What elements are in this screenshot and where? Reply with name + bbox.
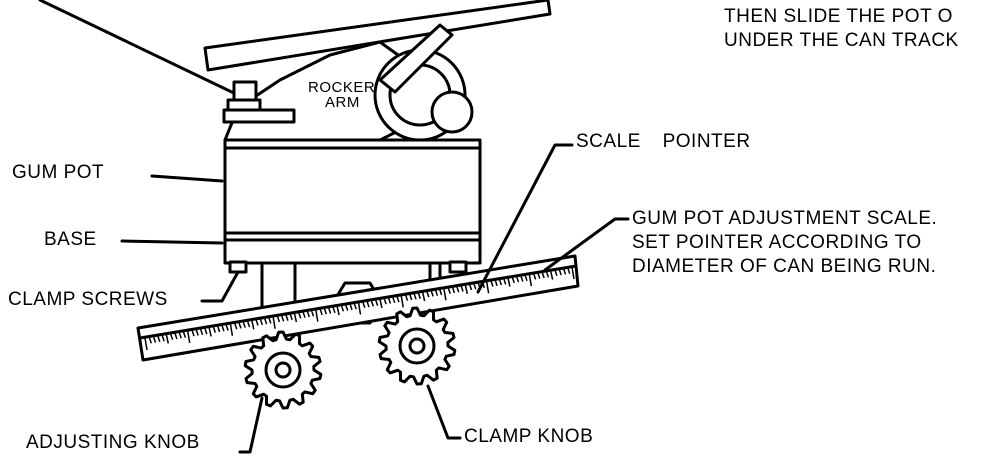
adjusting-knob-label: ADJUSTING KNOB [26, 432, 200, 453]
rocker-arm-label-1: ROCKER [308, 79, 376, 96]
clamp-screw-left [228, 260, 248, 274]
gum-pot-label: GUM POT [12, 162, 105, 183]
clamp-screw-right [448, 260, 468, 274]
clamp-knob-label: CLAMP KNOB [464, 426, 594, 447]
leader-clamp-knob [426, 384, 462, 440]
leader-line-top-left [38, 0, 240, 97]
leader-gum-pot [150, 174, 224, 183]
base-plate [223, 231, 482, 265]
scale-pointer-label: SCALE POINTER [576, 131, 751, 152]
leader-adjustment-scale [543, 217, 630, 272]
leader-scale-pointer [476, 143, 574, 294]
adjustment-scale-rail [136, 254, 580, 362]
rocker-arm-label-2: ARM [325, 94, 360, 111]
leader-clamp-screws [200, 270, 240, 303]
adjustment-scale-label-1: GUM POT ADJUSTMENT SCALE. [632, 208, 938, 229]
note-line-2: UNDER THE CAN TRACK [724, 30, 959, 51]
rocker-ball [430, 90, 474, 134]
top-bar [203, 0, 552, 72]
leader-adjusting-knob [238, 396, 264, 454]
note-line-1: THEN SLIDE THE POT O [724, 6, 953, 27]
clamp-screws-label: CLAMP SCREWS [8, 289, 168, 310]
adjustment-scale-label-2: SET POINTER ACCORDING TO [632, 232, 922, 253]
scale-ticks [144, 266, 575, 351]
rocker-link [378, 23, 454, 94]
leader-base [120, 239, 224, 245]
top-bolt [232, 80, 258, 102]
adjustment-scale-label-3: DIAMETER OF CAN BEING RUN. [632, 256, 937, 277]
base-label: BASE [44, 229, 97, 250]
gum-pot-body [223, 138, 482, 235]
